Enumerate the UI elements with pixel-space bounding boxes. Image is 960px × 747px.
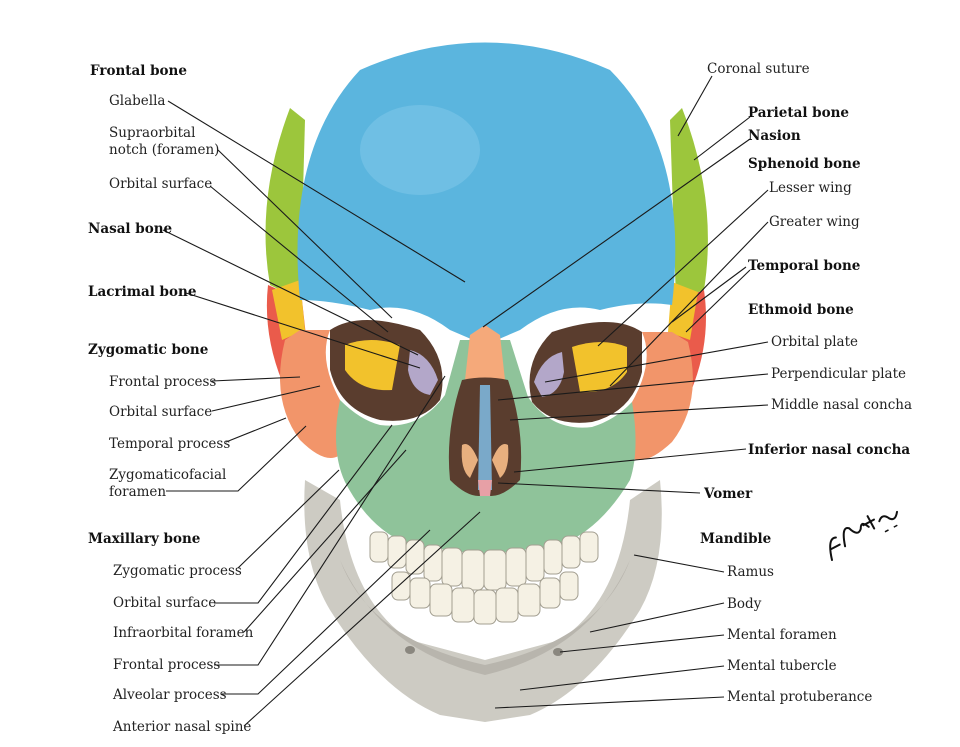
- label-zyg-orbital-surface: Orbital surface: [109, 404, 212, 420]
- label-supraorbital-2: notch (foramen): [109, 142, 219, 158]
- label-middle-nasal-concha: Middle nasal concha: [771, 397, 912, 413]
- label-body: Body: [727, 596, 762, 612]
- label-zygomaticofacial-2: foramen: [109, 484, 166, 500]
- label-mental-protuberance: Mental protuberance: [727, 689, 872, 705]
- label-glabella: Glabella: [109, 93, 165, 109]
- label-mandible: Mandible: [700, 531, 771, 547]
- label-orbital-plate: Orbital plate: [771, 334, 858, 350]
- label-coronal-suture: Coronal suture: [707, 61, 810, 77]
- label-frontal-orbital-surface: Orbital surface: [109, 176, 212, 192]
- label-infraorbital-foramen: Infraorbital foramen: [113, 625, 254, 641]
- label-temporal-bone: Temporal bone: [748, 258, 860, 274]
- leader-lines: [162, 75, 769, 727]
- label-max-orbital-surface: Orbital surface: [113, 595, 216, 611]
- parietal-bone-region: [265, 108, 305, 300]
- label-vomer: Vomer: [703, 486, 753, 502]
- teeth: [369, 531, 599, 625]
- label-max-zygomatic-process: Zygomatic process: [113, 563, 242, 579]
- label-inferior-nasal-concha: Inferior nasal concha: [748, 442, 910, 458]
- skull-illustration: [265, 42, 708, 722]
- parietal-bone-region-right: [670, 108, 708, 300]
- label-lacrimal-bone: Lacrimal bone: [88, 284, 196, 300]
- nasal-bone-region: [465, 325, 505, 385]
- right-labels: Coronal suture Parietal bone Nasion Sphe…: [700, 61, 912, 705]
- label-nasal-bone: Nasal bone: [88, 221, 172, 237]
- frontal-bone-region: [297, 42, 676, 345]
- label-mental-tubercle: Mental tubercle: [727, 658, 837, 674]
- label-greater-wing: Greater wing: [769, 214, 860, 230]
- label-mental-foramen: Mental foramen: [727, 627, 837, 643]
- label-max-frontal-process: Frontal process: [113, 657, 220, 673]
- label-anterior-nasal-spine: Anterior nasal spine: [112, 719, 251, 735]
- label-maxillary-bone: Maxillary bone: [88, 531, 200, 547]
- zygomatic-bone-right: [626, 332, 693, 460]
- zygomatic-bone-left: [280, 330, 345, 458]
- left-labels: Frontal bone Glabella Supraorbital notch…: [88, 63, 254, 735]
- label-zygomatic-bone: Zygomatic bone: [88, 342, 208, 358]
- label-parietal-bone: Parietal bone: [748, 105, 849, 121]
- label-perpendicular-plate: Perpendicular plate: [771, 366, 906, 382]
- label-zygomaticofacial-1: Zygomaticofacial: [109, 467, 226, 483]
- label-supraorbital-1: Supraorbital: [109, 125, 195, 141]
- label-zyg-frontal-process: Frontal process: [109, 374, 216, 390]
- label-ramus: Ramus: [727, 564, 774, 580]
- label-frontal-bone: Frontal bone: [90, 63, 187, 79]
- label-alveolar-process: Alveolar process: [112, 687, 227, 703]
- mandible-region: [304, 480, 662, 722]
- label-nasion: Nasion: [748, 128, 801, 144]
- label-zyg-temporal-process: Temporal process: [109, 436, 230, 452]
- label-sphenoid-bone: Sphenoid bone: [748, 156, 861, 172]
- artist-signature: [829, 510, 899, 561]
- label-ethmoid-bone: Ethmoid bone: [748, 302, 854, 318]
- label-lesser-wing: Lesser wing: [769, 180, 852, 196]
